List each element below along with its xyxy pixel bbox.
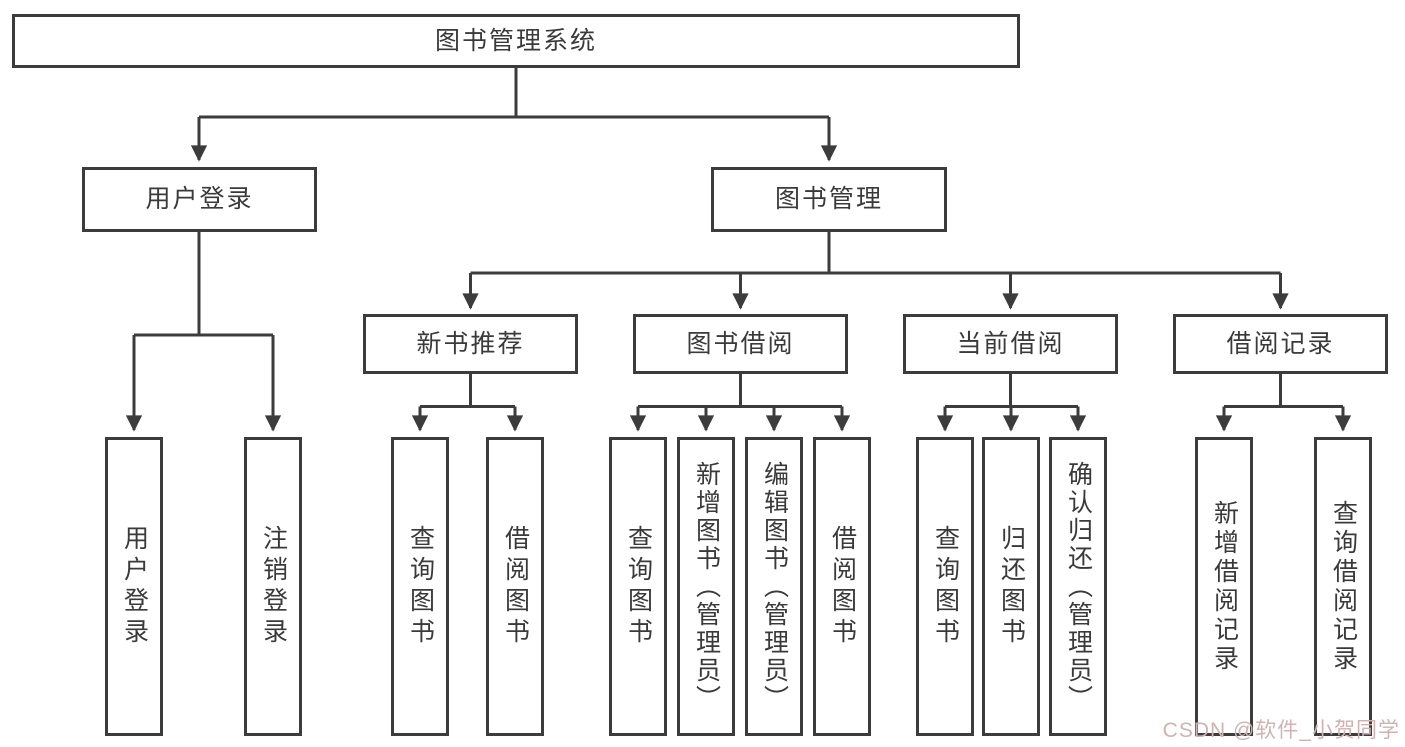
node-dq-search-books: 查询图书 — [916, 437, 974, 736]
node-book-borrowing: 图书借阅 — [633, 314, 848, 374]
node-logout: 注销登录 — [244, 437, 302, 736]
node-book-management: 图书管理 — [711, 167, 947, 232]
node-dq-return-books: 归还图书 — [982, 437, 1040, 736]
node-jy-search-books: 查询图书 — [609, 437, 667, 736]
node-nb-search-books: 查询图书 — [391, 437, 449, 736]
node-nb-borrow-books: 借阅图书 — [486, 437, 544, 736]
node-library-system: 图书管理系统 — [12, 14, 1020, 68]
csdn-watermark: CSDN @软件_小贺同学 — [1162, 719, 1400, 742]
node-jl-add-record: 新增借阅记录 — [1195, 437, 1253, 736]
node-new-book-recommendation: 新书推荐 — [363, 314, 578, 374]
node-jy-borrow-books: 借阅图书 — [813, 437, 871, 736]
connector-trunks — [134, 68, 1343, 408]
node-user-login: 用户登录 — [82, 167, 317, 232]
node-user-login-action: 用户登录 — [105, 437, 163, 736]
node-current-borrowing: 当前借阅 — [903, 314, 1118, 374]
node-jl-search-record: 查询借阅记录 — [1314, 437, 1372, 736]
node-jy-edit-books-admin: 编辑图书（管理员） — [745, 437, 803, 736]
node-jy-add-books-admin: 新增图书（管理员） — [677, 437, 735, 736]
node-dq-confirm-return-admin: 确认归还（管理员） — [1049, 437, 1107, 736]
node-borrowing-records: 借阅记录 — [1173, 314, 1388, 374]
